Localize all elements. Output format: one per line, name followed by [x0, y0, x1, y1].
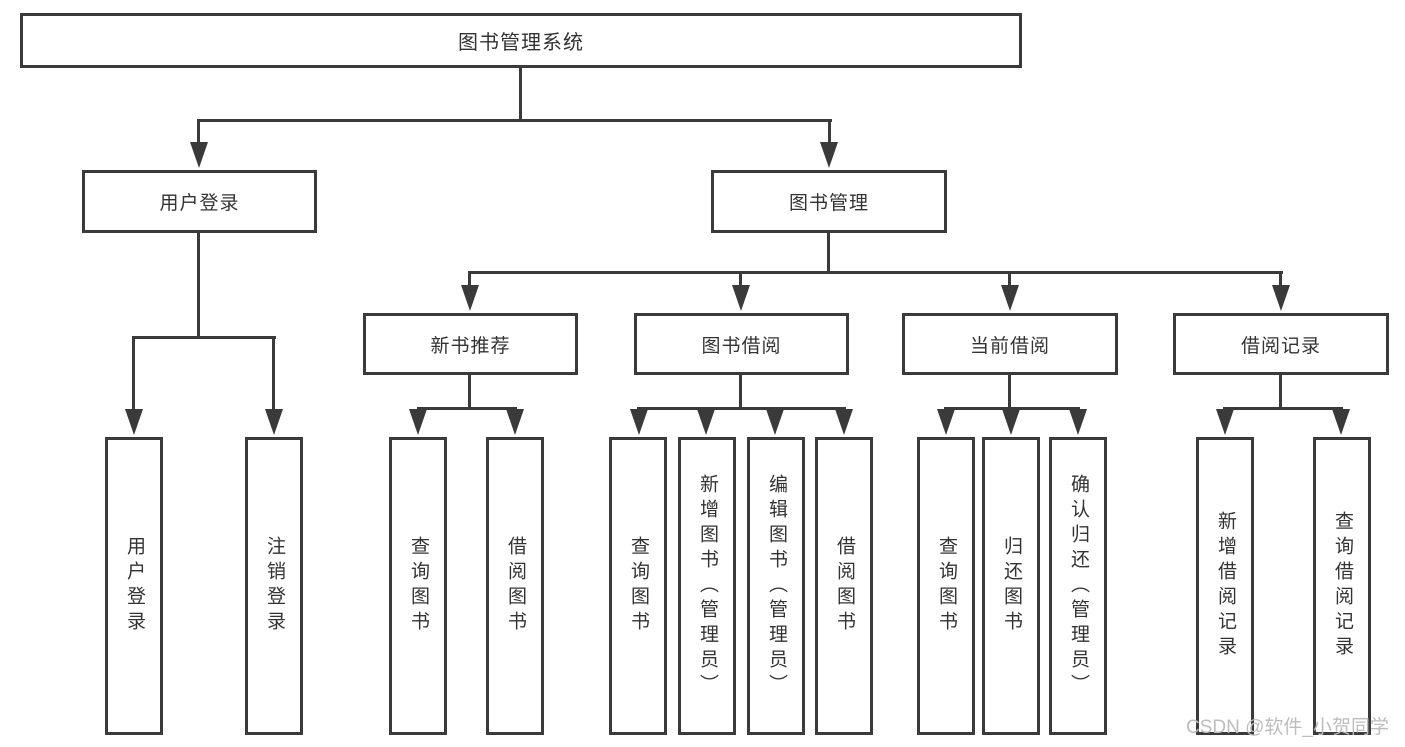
connector-group-stem [1008, 375, 1011, 410]
connector-group-branch [1223, 407, 1343, 410]
arrowhead-leaf [937, 409, 955, 435]
node-label: 图书管理 [788, 193, 869, 214]
csdn-watermark: CSDN @软件_小贺同学 [1186, 717, 1389, 738]
leaf-query-books-current: 查询图书 [917, 437, 975, 735]
leaf-label: 查询图书 [936, 536, 957, 636]
leaf-return-books: 归还图书 [982, 437, 1040, 735]
arrowhead-leaf [1002, 409, 1020, 435]
connector-root-branch [197, 119, 832, 122]
leaf-label: 借阅图书 [505, 536, 526, 636]
arrowhead-leaf [697, 409, 715, 435]
connector-root-stem [519, 68, 522, 122]
connector-group-drop [1008, 271, 1011, 288]
arrowhead-book-mgmt [820, 142, 838, 168]
connector-book-mgmt-drop [828, 119, 831, 147]
node-new-book-recommend: 新书推荐 [363, 313, 578, 375]
connector-user-login-stem [197, 233, 200, 339]
node-user-login: 用户登录 [82, 170, 317, 233]
arrowhead-leaf [1332, 409, 1350, 435]
node-borrow-records: 借阅记录 [1173, 313, 1389, 375]
node-book-borrow: 图书借阅 [634, 313, 849, 375]
arrowhead-leaf-logout [265, 409, 283, 435]
leaf-user-login: 用户登录 [105, 437, 163, 735]
leaf-label: 注销登录 [264, 536, 285, 636]
connector-book-mgmt-branch [469, 271, 1283, 274]
leaf-label: 查询图书 [408, 536, 429, 636]
connector-group-drop [1279, 271, 1282, 288]
leaf-label: 归还图书 [1001, 536, 1022, 636]
leaf-query-borrow-record: 查询借阅记录 [1313, 437, 1371, 735]
leaf-logout: 注销登录 [245, 437, 303, 735]
arrowhead-leaf [409, 409, 427, 435]
leaf-label: 新增图书（管理员） [697, 473, 718, 699]
node-library-management-system: 图书管理系统 [20, 13, 1022, 68]
node-book-management: 图书管理 [711, 170, 947, 233]
node-label: 图书管理系统 [458, 32, 584, 54]
leaf-label: 新增借阅记录 [1215, 511, 1236, 661]
node-current-borrow: 当前借阅 [902, 313, 1118, 375]
leaf-label: 借阅图书 [834, 536, 855, 636]
arrowhead-leaf-user-login [125, 409, 143, 435]
leaf-label: 确认归还（管理员） [1068, 473, 1089, 699]
node-label: 新书推荐 [430, 335, 511, 357]
leaf-label: 查询图书 [628, 536, 649, 636]
connector-group-drop [468, 271, 471, 288]
connector-group-stem [468, 375, 471, 410]
node-label: 用户登录 [159, 193, 240, 214]
connector-group-branch [637, 407, 846, 410]
leaf-borrow-books: 借阅图书 [815, 437, 873, 735]
connector-group-branch [944, 407, 1080, 410]
arrowhead-user-login [190, 142, 208, 168]
node-label: 当前借阅 [969, 335, 1050, 357]
arrowhead-book-borrow [732, 285, 750, 311]
connector-group-branch [417, 407, 517, 410]
connector-user-login-drop [197, 119, 200, 147]
arrowhead-leaf [766, 409, 784, 435]
connector-leaf-drop [132, 336, 135, 412]
leaf-query-books-borrow: 查询图书 [609, 437, 667, 735]
arrowhead-leaf [1069, 409, 1087, 435]
leaf-edit-books-admin: 编辑图书（管理员） [747, 437, 805, 735]
connector-group-stem [739, 375, 742, 410]
connector-book-mgmt-stem [827, 233, 830, 274]
leaf-confirm-return-admin: 确认归还（管理员） [1049, 437, 1107, 735]
leaf-query-books-recommend: 查询图书 [389, 437, 447, 735]
connector-group-stem [1279, 375, 1282, 410]
arrowhead-leaf [506, 409, 524, 435]
arrowhead-leaf [1216, 409, 1234, 435]
leaf-label: 用户登录 [124, 536, 145, 636]
arrowhead-borrow-records [1272, 285, 1290, 311]
leaf-add-books-admin: 新增图书（管理员） [678, 437, 736, 735]
node-label: 图书借阅 [701, 335, 782, 357]
arrowhead-leaf [835, 409, 853, 435]
connector-group-drop [739, 271, 742, 288]
leaf-label: 编辑图书（管理员） [766, 473, 787, 699]
leaf-add-borrow-record: 新增借阅记录 [1196, 437, 1254, 735]
leaf-borrow-books-recommend: 借阅图书 [486, 437, 544, 735]
leaf-label: 查询借阅记录 [1332, 511, 1353, 661]
node-label: 借阅记录 [1240, 335, 1321, 357]
connector-user-login-branch [132, 336, 276, 339]
arrowhead-leaf [630, 409, 648, 435]
connector-leaf-drop [272, 336, 275, 412]
arrowhead-current-borrow [1001, 285, 1019, 311]
arrowhead-new-book-recommend [461, 285, 479, 311]
